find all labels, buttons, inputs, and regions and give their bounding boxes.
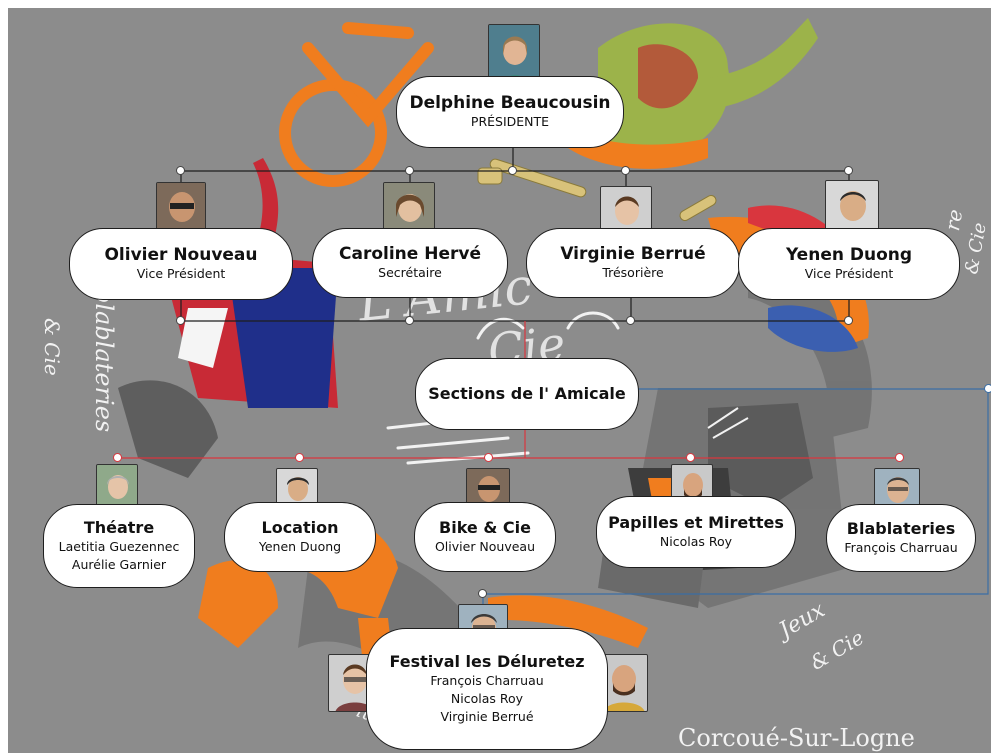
board-member-name: Caroline Hervé (339, 244, 481, 264)
board-member-role: Vice Président (136, 266, 226, 281)
festival-member: Virginie Berrué (440, 709, 534, 724)
section-name: Location (261, 518, 339, 537)
connector-dot (984, 384, 991, 393)
board-member-role: Vice Président (804, 266, 894, 281)
section-name: Théatre (83, 518, 155, 537)
board-member-role: Trésorière (602, 265, 664, 280)
connector-dot (844, 316, 853, 325)
connector-dot (508, 166, 517, 175)
board-member-name: Yenen Duong (785, 245, 913, 265)
section-name: Bike & Cie (439, 518, 531, 537)
section-member: François Charruau (844, 540, 958, 555)
section-node-location: Location Yenen Duong (224, 502, 376, 572)
org-chart-canvas: blablateries & Cie L'Amic Cie re & Cie J… (8, 8, 991, 753)
board-node-olivier: Olivier Nouveau Vice Président (69, 228, 293, 300)
connector-dot (844, 166, 853, 175)
festival-member: Nicolas Roy (450, 691, 524, 706)
connector-dot (295, 453, 304, 462)
background-artwork (118, 18, 872, 713)
board-member-name: Olivier Nouveau (104, 245, 258, 265)
connector-dot (405, 316, 414, 325)
connector-dot (478, 589, 487, 598)
connector-dot (176, 166, 185, 175)
section-member: Laetitia Guezennec (58, 539, 180, 554)
president-role: PRÉSIDENTE (470, 114, 550, 129)
festival-node: Festival les Déluretez François Charruau… (366, 628, 608, 750)
board-member-name: Virginie Berrué (560, 244, 706, 264)
section-member: Aurélie Garnier (71, 557, 167, 572)
section-member: Nicolas Roy (659, 534, 733, 549)
section-node-papilles: Papilles et Mirettes Nicolas Roy (596, 496, 796, 568)
connector-dot (621, 166, 630, 175)
sections-hub-label: Sections de l' Amicale (428, 384, 626, 403)
connector-dot (405, 166, 414, 175)
board-member-role: Secrétaire (378, 265, 442, 280)
section-node-bike: Bike & Cie Olivier Nouveau (414, 502, 556, 572)
connector-dot (113, 453, 122, 462)
connector-dot (626, 316, 635, 325)
president-node: Delphine Beaucousin PRÉSIDENTE (396, 76, 624, 148)
connector-dot (484, 453, 493, 462)
board-node-virginie: Virginie Berrué Trésorière (526, 228, 740, 298)
connector-dot (686, 453, 695, 462)
background-town-text: Corcoué-Sur-Logne (678, 724, 915, 752)
section-member: Yenen Duong (258, 539, 342, 554)
festival-member: François Charruau (430, 673, 544, 688)
section-name: Papilles et Mirettes (608, 513, 784, 532)
section-node-blablateries: Blablateries François Charruau (826, 504, 976, 572)
president-name: Delphine Beaucousin (409, 93, 611, 113)
connector-dot (176, 316, 185, 325)
section-name: Blablateries (846, 519, 956, 538)
board-node-yenen: Yenen Duong Vice Président (738, 228, 960, 300)
section-node-theatre: Théatre Laetitia Guezennec Aurélie Garni… (43, 504, 195, 588)
section-member: Olivier Nouveau (434, 539, 536, 554)
board-node-caroline: Caroline Hervé Secrétaire (312, 228, 508, 298)
connector-dot (895, 453, 904, 462)
festival-name: Festival les Déluretez (389, 652, 585, 671)
sections-hub-node: Sections de l' Amicale (415, 358, 639, 430)
